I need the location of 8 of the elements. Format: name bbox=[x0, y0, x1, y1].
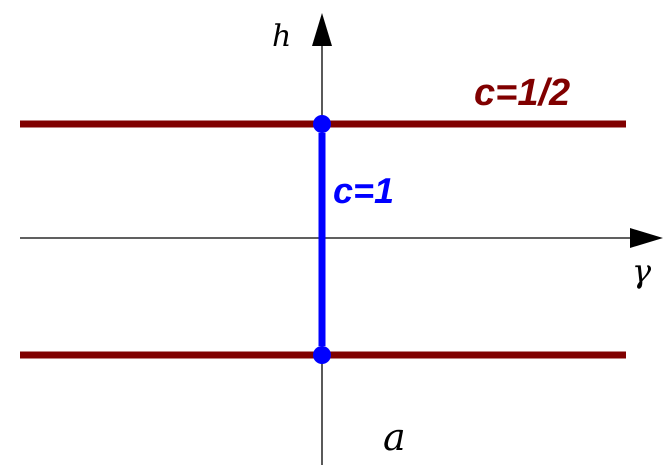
panel-label: a bbox=[383, 418, 406, 456]
phase-line bbox=[318, 133, 326, 346]
curve-label: c=1/2 bbox=[474, 74, 570, 112]
axis-label: γ bbox=[632, 255, 652, 287]
endpoint-dot bbox=[313, 346, 331, 364]
edge-label: c=1 bbox=[333, 172, 394, 208]
axis-label: h bbox=[272, 22, 292, 52]
endpoint-dot bbox=[313, 115, 331, 133]
